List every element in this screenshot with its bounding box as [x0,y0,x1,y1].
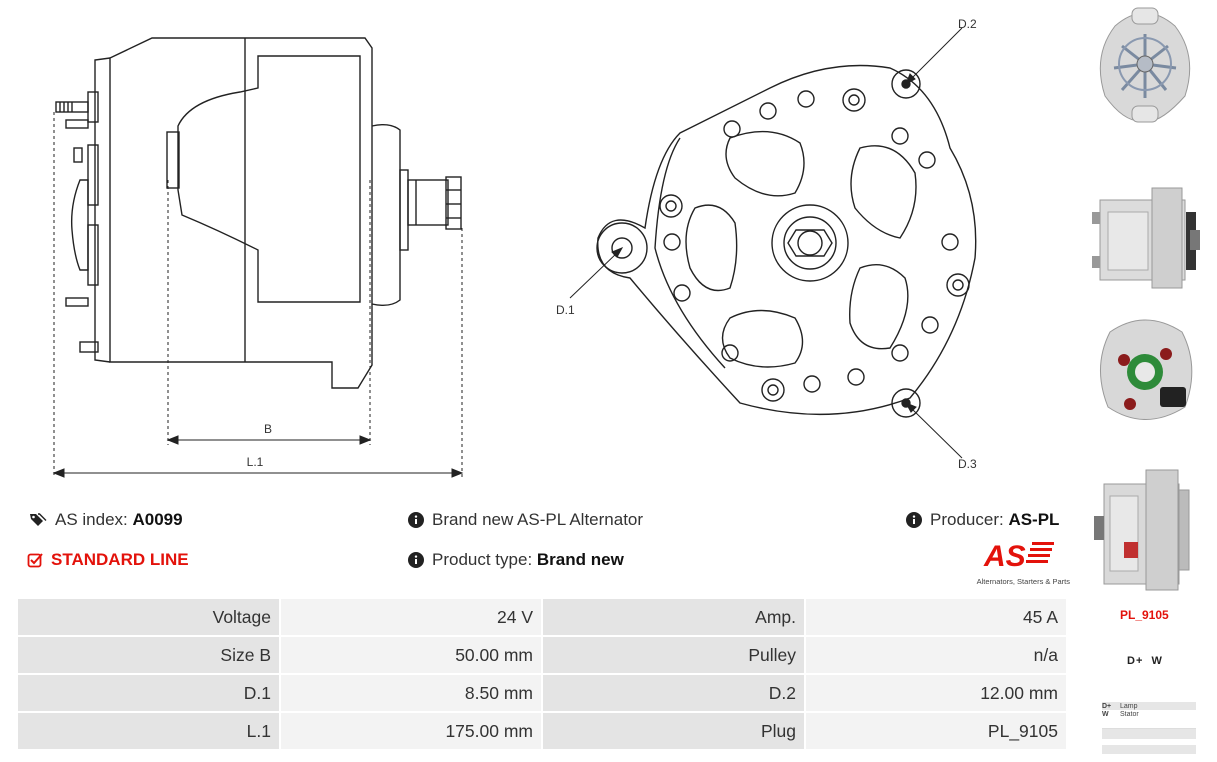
product-photo-side[interactable] [1090,172,1200,290]
legend-key: W [1102,710,1109,718]
spec-label: Voltage [16,597,281,637]
product-photo-front[interactable] [1090,6,1200,124]
as-pl-logo: AS Alternators, Starters & Parts [962,538,1070,586]
dim-label-b: B [264,422,272,436]
spec-value: 175.00 mm [279,711,543,751]
spec-label: Amp. [541,597,806,637]
dim-label-d3: D.3 [958,457,977,471]
as-index-label: AS index: [55,510,128,529]
legend-spacer [1102,745,1196,754]
legend-value: Lamp [1120,702,1138,710]
spec-label: Plug [541,711,806,751]
info-icon [408,552,424,568]
producer-value: AS-PL [1008,510,1060,529]
spec-value: 50.00 mm [279,635,543,675]
side-view-drawing: B L.1 [52,37,464,478]
dim-label-d1: D.1 [556,303,575,317]
as-index: AS index: A0099 [27,510,183,530]
as-index-value: A0099 [132,510,183,529]
dim-label-d2: D.2 [958,17,977,31]
standard-line: STANDARD LINE [27,550,189,570]
spec-label: D.1 [16,673,281,713]
logo-text: AS [983,540,1026,570]
plug-pins: D+ W [1127,655,1163,667]
legend-key: D+ [1102,702,1112,710]
info-icon [408,512,424,528]
spec-value: n/a [804,635,1068,675]
logo-mark: AS [983,540,1054,573]
legend-value: Stator [1120,710,1139,718]
description: Brand new AS-PL Alternator [408,510,643,530]
logo-tagline: Alternators, Starters & Parts [976,577,1070,586]
product-type-value: Brand new [536,550,624,569]
spec-value: 8.50 mm [279,673,543,713]
spec-value: 45 A [804,597,1068,637]
spec-value: 24 V [279,597,543,637]
spec-label: D.2 [541,673,806,713]
product-type-label: Product type: [432,550,533,569]
plug-legend: D+ Lamp W Stator [1102,702,1196,754]
dim-label-l1: L.1 [247,455,264,469]
info-icon [906,512,922,528]
spec-label: Size B [16,635,281,675]
tags-icon [30,513,47,526]
checkbox-icon [27,553,43,568]
legend-row: W Stator [1102,710,1196,718]
legend-spacer [1102,718,1196,728]
legend-row: D+ Lamp [1102,702,1196,710]
legend-spacer [1102,728,1196,739]
spec-value: PL_9105 [804,711,1068,751]
producer-label: Producer: [930,510,1004,529]
standard-line-label: STANDARD LINE [51,550,189,569]
description-text: Brand new AS-PL Alternator [432,510,644,529]
product-photo-rear[interactable] [1090,312,1200,430]
producer: Producer: AS-PL [906,510,1059,530]
spec-label: Pulley [541,635,806,675]
product-photo-side-angle[interactable] [1090,460,1200,595]
product-type: Product type: Brand new [408,550,624,570]
plug-name: PL_9105 [1120,608,1169,622]
spec-label: L.1 [16,711,281,751]
spec-value: 12.00 mm [804,673,1068,713]
front-view-drawing: D.1 D.2 D.3 [556,17,977,471]
